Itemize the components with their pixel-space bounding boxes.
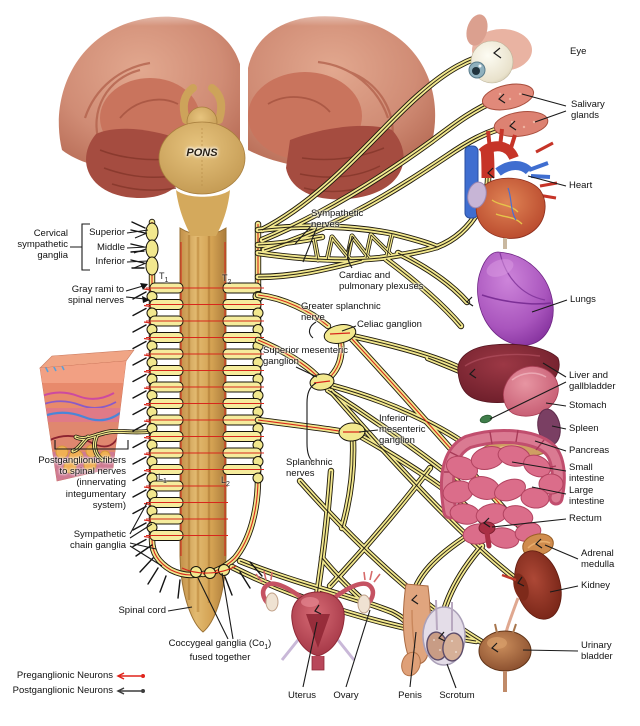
sympathetic-chains bbox=[130, 222, 258, 575]
skin-inset-illustration bbox=[39, 349, 152, 482]
eye-illustration bbox=[466, 14, 532, 84]
postganglionic-arrow-icon bbox=[116, 687, 145, 695]
heart-illustration bbox=[464, 128, 558, 239]
label-pons: PONS bbox=[186, 147, 218, 159]
salivary-glands-illustration bbox=[481, 83, 549, 137]
brain-illustration bbox=[0, 0, 640, 236]
urinary-bladder-illustration bbox=[478, 623, 532, 692]
rectum-illustration bbox=[478, 521, 496, 549]
uterus-illustration bbox=[255, 570, 381, 671]
coccygeal-ganglia-illustration bbox=[135, 544, 263, 599]
preganglionic-arrow-icon bbox=[116, 672, 145, 680]
small-intestine-illustration bbox=[442, 445, 564, 549]
leader-lines bbox=[70, 47, 579, 689]
organs bbox=[255, 14, 566, 692]
superior-mesenteric-ganglion-illustration bbox=[309, 373, 335, 391]
inset-bracket bbox=[54, 440, 129, 450]
lungs-illustration bbox=[477, 238, 554, 346]
label-t2: T2 bbox=[222, 273, 232, 286]
label-t1: T1 bbox=[159, 271, 169, 284]
label-l1: L1 bbox=[158, 472, 167, 485]
scrotum-illustration bbox=[422, 599, 466, 666]
kidney-illustration bbox=[501, 550, 562, 645]
label-l2: L2 bbox=[221, 475, 230, 488]
inferior-mesenteric-ganglion-illustration bbox=[338, 422, 366, 442]
